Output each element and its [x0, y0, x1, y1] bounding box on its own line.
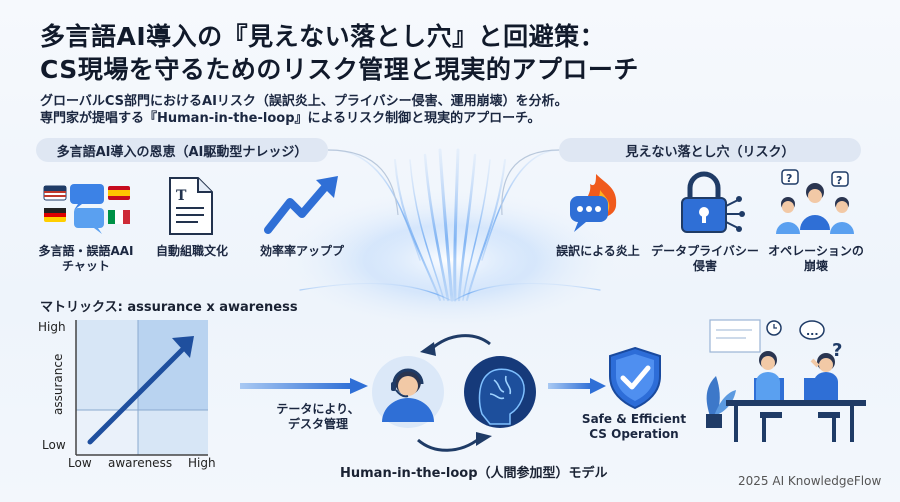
page-title-line1: 多言語AI導入の『見えない落とし穴』と回避策： [40, 22, 606, 51]
trend-up-arrow-icon [264, 172, 344, 240]
x-axis-high-label: High [188, 456, 216, 470]
y-axis-label: assurance [51, 353, 65, 415]
confused-operators-icon: ? ? [770, 168, 860, 242]
x-axis-label: awareness [108, 456, 173, 470]
benefit-caption-3: 効率率アッププ [259, 244, 344, 258]
y-axis-high-label: High [38, 320, 66, 334]
subtitle-line1: グローバルCS部門におけるAIリスク（誤訳炎上、プライバシー侵害、運用崩壊）を分… [40, 94, 568, 109]
copyright-footer: 2025 AI KnowledgeFlow [738, 474, 882, 488]
lock-icon [676, 170, 746, 240]
assurance-awareness-matrix [75, 320, 208, 456]
matrix-title: マトリックス: assurance x awareness [40, 300, 298, 315]
page-title-line2: CS現場を守るためのリスク管理と現実的アプローチ [40, 55, 639, 84]
shield-check-icon [609, 346, 661, 410]
operator-headset-icon [372, 356, 444, 428]
office-workers-illustration: ... ? [706, 319, 866, 442]
risk-caption-2: データプライバシー 侵害 [651, 244, 759, 273]
flow-arrow-right [548, 378, 606, 394]
svg-text:T: T [176, 188, 187, 204]
benefit-caption-2: 自動組職文化 [155, 244, 228, 258]
svg-text:?: ? [836, 174, 842, 187]
benefits-header: 多言語AI導入の恩恵（AI駆動型ナレッジ） [36, 138, 328, 162]
flow-arrow-label: テータにより、 デスタ管理 [276, 402, 360, 431]
multilingual-chat-icon [42, 178, 132, 242]
human-in-the-loop-cycle [372, 334, 536, 452]
risks-header: 見えない落とし穴（リスク） [559, 138, 861, 162]
ai-brain-icon [464, 356, 536, 428]
hitl-model-caption: Human-in-the-loop（人間参加型）モデル [340, 466, 608, 481]
document-icon: T [164, 176, 216, 240]
risk-caption-3: オペレーションの 崩壊 [768, 244, 864, 273]
flow-arrow-left [240, 378, 368, 394]
risk-caption-1: 誤訳による炎上 [556, 244, 640, 258]
flaming-chat-icon [566, 170, 632, 240]
svg-text:?: ? [786, 172, 792, 185]
svg-text:?: ? [832, 340, 842, 361]
y-axis-low-label: Low [42, 438, 66, 452]
x-axis-low-label: Low [68, 456, 92, 470]
benefit-caption-1: 多言語・誤語AAI チャット [38, 244, 134, 273]
safe-operation-caption: Safe & Efficient CS Operation [581, 412, 687, 441]
svg-text:...: ... [806, 325, 819, 338]
subtitle-line2: 専門家が提唱する『Human-in-the-loop』によるリスク制御と現実的ア… [40, 111, 541, 126]
